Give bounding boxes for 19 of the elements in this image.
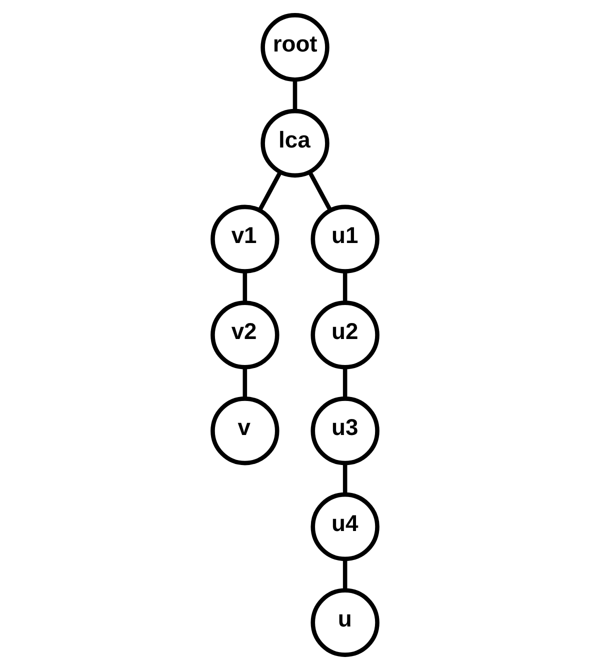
node-circle: root <box>260 13 330 82</box>
node-circle: v1 <box>210 204 280 274</box>
connector <box>342 559 348 590</box>
connector <box>242 272 248 302</box>
node-circle: lca <box>260 108 330 178</box>
connector <box>308 171 332 212</box>
connector <box>342 272 348 302</box>
node-circle: v <box>210 396 280 466</box>
node-circle: u4 <box>310 492 380 562</box>
connector <box>342 367 348 398</box>
connector <box>342 463 348 494</box>
node-circle: u1 <box>310 204 380 274</box>
connector <box>242 367 248 398</box>
node-circle: u3 <box>310 396 380 466</box>
node-circle: u <box>310 588 380 657</box>
node-circle: u2 <box>310 300 380 370</box>
connector <box>292 80 298 111</box>
node-circle: v2 <box>210 300 280 370</box>
connector <box>258 171 282 212</box>
